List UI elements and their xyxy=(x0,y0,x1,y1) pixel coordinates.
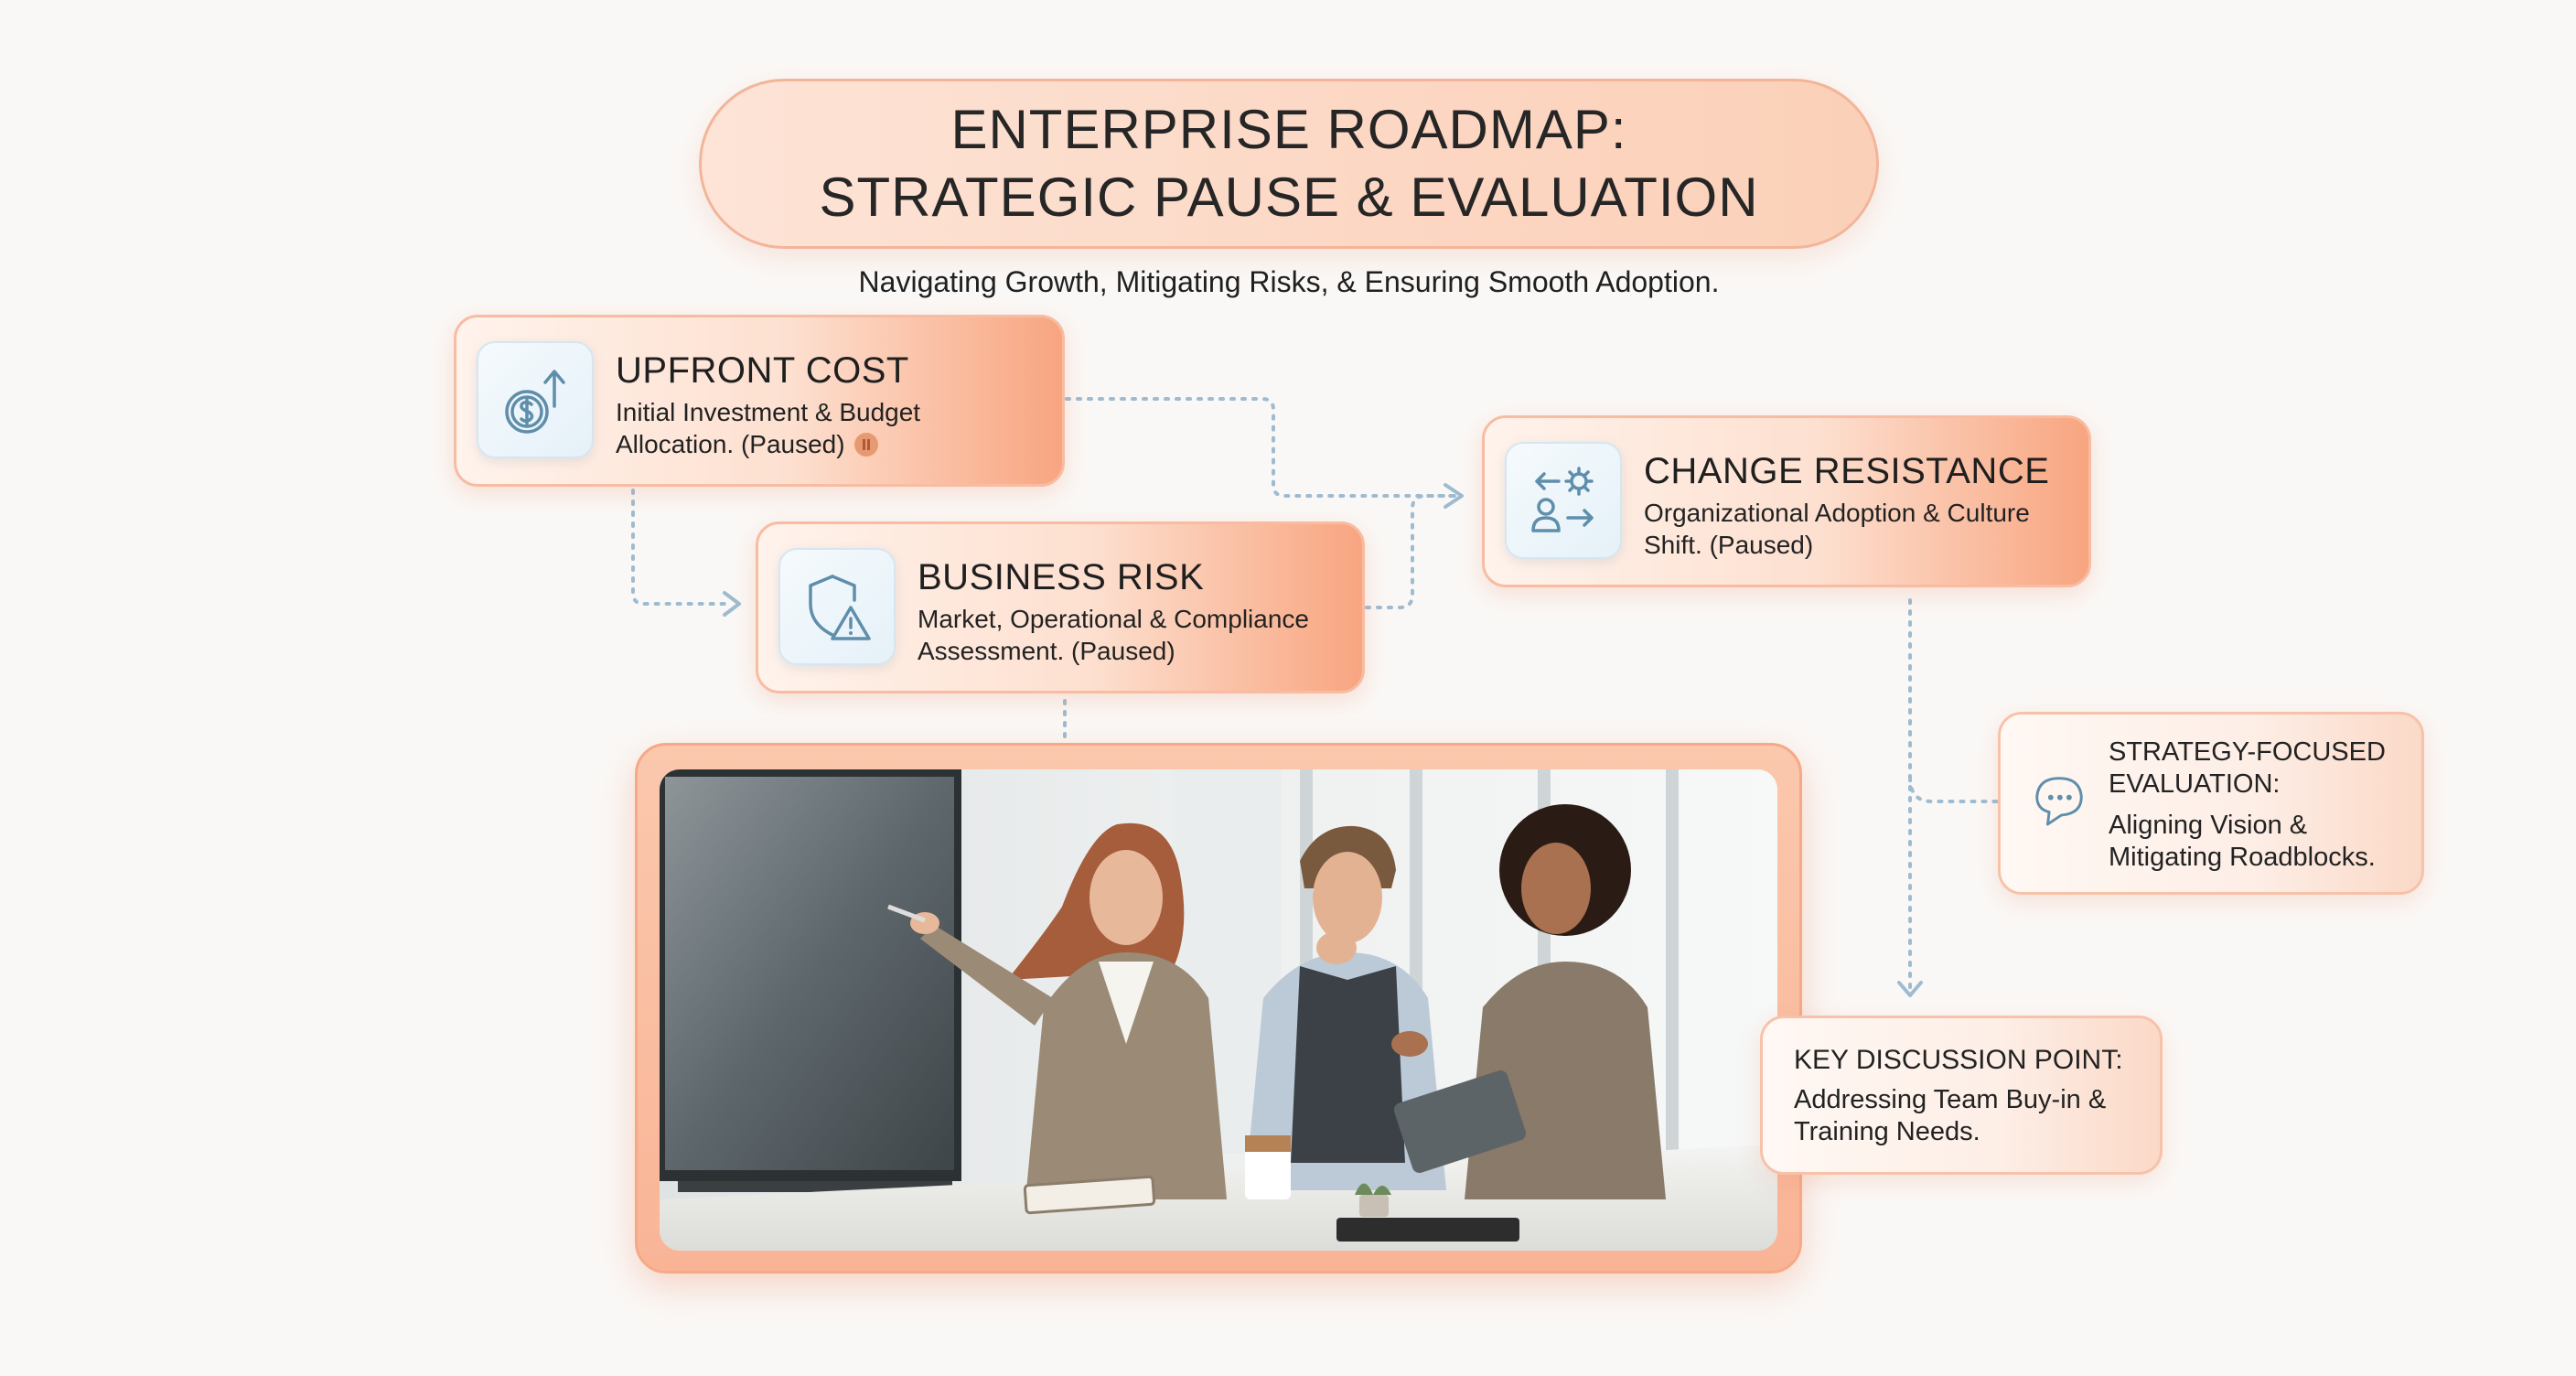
change-resistance-card: CHANGE RESISTANCE Organizational Adoptio… xyxy=(1482,415,2091,587)
connector-cost-to-change xyxy=(1065,397,1456,498)
dollar-growth-icon xyxy=(477,341,594,458)
key-discussion-card: KEY DISCUSSION POINT: Addressing Team Bu… xyxy=(1760,1016,2163,1175)
change-resistance-desc-1: Organizational Adoption & Culture xyxy=(1644,499,2030,527)
change-resistance-title: CHANGE RESISTANCE xyxy=(1644,451,2050,491)
team-meeting-photo-frame xyxy=(635,743,1802,1274)
business-risk-desc-1: Market, Operational & Compliance xyxy=(918,605,1309,633)
title-line-1: ENTERPRISE ROADMAP: xyxy=(950,99,1627,160)
arrowhead-change xyxy=(1444,483,1464,509)
team-meeting-photo xyxy=(660,769,1777,1251)
business-risk-desc-2: Assessment. (Paused) xyxy=(918,637,1175,665)
strategy-evaluation-card: STRATEGY-FOCUSED EVALUATION: Aligning Vi… xyxy=(1998,712,2424,895)
title-banner: ENTERPRISE ROADMAP: STRATEGIC PAUSE & EV… xyxy=(699,79,1879,249)
strategy-line-4: Mitigating Roadblocks. xyxy=(2109,843,2376,872)
business-risk-title: BUSINESS RISK xyxy=(918,557,1205,597)
people-gear-arrows-icon xyxy=(1505,442,1622,559)
change-resistance-desc-2: Shift. (Paused) xyxy=(1644,531,1814,559)
key-point-line-3: Training Needs. xyxy=(1794,1117,1980,1146)
title-line-2: STRATEGIC PAUSE & EVALUATION xyxy=(819,167,1759,228)
strategy-line-3: Aligning Vision & xyxy=(2109,811,2308,840)
subtitle: Navigating Growth, Mitigating Risks, & E… xyxy=(858,265,1720,298)
upfront-cost-desc-1: Initial Investment & Budget xyxy=(616,398,921,426)
shield-warning-icon xyxy=(778,548,896,665)
key-point-line-2: Addressing Team Buy-in & xyxy=(1794,1085,2107,1114)
strategy-line-1: STRATEGY-FOCUSED xyxy=(2109,737,2386,767)
connector-to-strategy xyxy=(1908,776,2007,803)
key-point-line-1: KEY DISCUSSION POINT: xyxy=(1794,1045,2123,1075)
business-risk-card: BUSINESS RISK Market, Operational & Comp… xyxy=(756,521,1365,693)
arrowhead-keypoint xyxy=(1897,981,1923,997)
upfront-cost-title: UPFRONT COST xyxy=(616,350,909,391)
connector-cost-to-risk xyxy=(631,489,734,606)
chat-bubble-icon xyxy=(2035,777,2083,826)
pause-icon xyxy=(853,433,878,457)
connector-risk-to-change xyxy=(1365,494,1456,609)
upfront-cost-card: UPFRONT COST Initial Investment & Budget… xyxy=(454,315,1065,487)
arrowhead-risk xyxy=(723,591,741,617)
strategy-line-2: EVALUATION: xyxy=(2109,769,2281,799)
team-meeting-illustration xyxy=(660,769,1777,1251)
upfront-cost-desc-2: Allocation. (Paused) xyxy=(616,428,878,460)
upfront-cost-desc-2-text: Allocation. (Paused) xyxy=(616,430,845,458)
